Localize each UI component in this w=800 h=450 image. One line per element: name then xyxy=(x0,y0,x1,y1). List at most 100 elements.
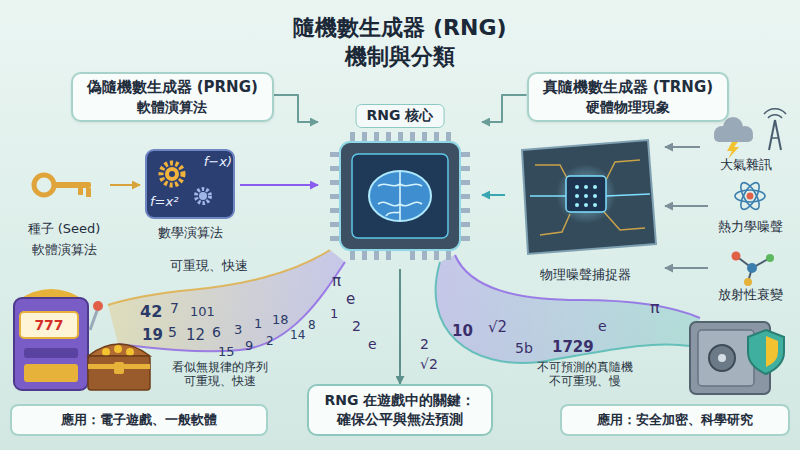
number-stream-left xyxy=(108,250,330,305)
algorithm-panel xyxy=(165,167,179,181)
treasure-chest xyxy=(126,348,134,356)
circuit-board xyxy=(584,194,588,198)
safe-with-shield xyxy=(748,330,784,374)
rng-chip xyxy=(460,194,470,199)
random-number: 18 xyxy=(272,312,289,328)
random-number: 2 xyxy=(266,334,274,348)
rng-chip xyxy=(362,250,367,260)
safe-with-shield xyxy=(690,322,784,394)
icon-caption: 放射性衰變 xyxy=(708,286,792,304)
rng-chip xyxy=(374,132,379,142)
icon-caption: 種子 (Seed) xyxy=(18,220,110,238)
safe-with-shield xyxy=(698,330,754,386)
key-icon xyxy=(78,188,83,195)
rng-chip xyxy=(340,142,460,250)
weather-icon xyxy=(764,109,786,118)
safe-with-shield xyxy=(718,354,726,362)
circuit-board xyxy=(584,203,588,207)
weather-icon xyxy=(727,142,739,159)
treasure-chest xyxy=(114,362,124,374)
atom-icon xyxy=(737,180,762,212)
treasure-chest xyxy=(102,348,110,356)
rng-chip xyxy=(330,180,340,185)
connector-arrow xyxy=(240,184,318,186)
circuit-board xyxy=(575,194,579,198)
rng-chip xyxy=(330,132,470,260)
random-symbol: π xyxy=(650,298,660,317)
safe-with-shield xyxy=(766,336,778,367)
key-icon xyxy=(86,188,91,197)
seed-key: 種子 (Seed) xyxy=(18,168,110,238)
category-header: 真隨機數生成器 (TRNG)硬體物理現象 xyxy=(527,72,730,122)
weather-icon xyxy=(714,132,753,142)
slot-machine xyxy=(20,312,78,338)
connector-arrow xyxy=(482,95,527,122)
algorithm-panel xyxy=(146,150,234,218)
rng-chip xyxy=(460,180,470,185)
algorithm-box: f−x)f=x²數學演算法 xyxy=(140,148,240,242)
application-text: 應用：安全加密、科學研究 xyxy=(570,411,780,429)
number-stream-right xyxy=(455,255,700,318)
atom-icon xyxy=(747,193,754,200)
header-subtitle: 軟體演算法 xyxy=(87,98,258,116)
algorithm-panel xyxy=(146,150,234,218)
random-number: 8 xyxy=(308,318,316,332)
circuit-board xyxy=(606,160,640,180)
random-number: 9 xyxy=(245,338,253,354)
rng-chip xyxy=(434,250,439,260)
number-stream-right xyxy=(436,255,700,363)
icon-caption: 物理噪聲捕捉器 xyxy=(505,266,665,284)
rng-chip xyxy=(460,222,470,227)
rng-chip xyxy=(446,132,451,142)
caption-text: 可重現、快速 xyxy=(170,258,248,274)
slot-machine xyxy=(93,301,103,311)
circuit-board xyxy=(556,164,616,224)
rng-chip xyxy=(369,171,431,221)
circuit-board xyxy=(575,203,579,207)
random-number: 3 xyxy=(234,322,242,338)
rng-chip xyxy=(338,134,462,258)
slot-machine xyxy=(24,364,78,382)
decay-icon xyxy=(732,252,775,287)
random-number: 42 xyxy=(140,302,162,321)
random-number: 15 xyxy=(218,344,235,360)
connector-arrow xyxy=(274,95,318,122)
rng-chip xyxy=(330,208,340,213)
random-number: 5 xyxy=(168,324,177,341)
noise-board: 物理噪聲捕捉器 xyxy=(505,128,665,284)
treasure-chest xyxy=(88,344,150,390)
connector-arrow xyxy=(110,184,140,186)
random-symbol: 2 xyxy=(352,318,361,335)
connector-arrow xyxy=(399,269,401,384)
random-symbol: e xyxy=(346,290,355,308)
number-stream-left xyxy=(108,250,345,351)
rng-chip xyxy=(386,250,391,260)
header-subtitle: 硬體物理現象 xyxy=(543,98,714,116)
number-stream-right xyxy=(436,262,690,363)
atom-icon xyxy=(735,190,765,202)
header-title: 真隨機數生成器 (TRNG) xyxy=(543,78,714,98)
rng-chip xyxy=(330,222,340,227)
random-symbol: √2 xyxy=(420,356,438,373)
formula-text: f=x² xyxy=(150,194,178,209)
algorithm-panel xyxy=(169,171,175,177)
rng-chip xyxy=(410,132,415,142)
noise-source: 大氣雜訊 xyxy=(700,112,792,174)
slot-machine xyxy=(24,348,78,358)
key-icon xyxy=(34,175,54,195)
treasure-chest xyxy=(88,356,150,390)
circuit-board xyxy=(593,203,597,207)
stream-caption: 看似無規律的序列 可重現、快速 xyxy=(171,360,270,389)
algorithm-panel xyxy=(161,163,183,185)
atom-icon xyxy=(737,180,762,212)
rng-chip xyxy=(352,154,448,238)
key-point-text: RNG 在遊戲中的關鍵： 確保公平與無法預測 xyxy=(323,391,477,429)
rng-chip xyxy=(410,250,415,260)
header-title: 偽隨機數生成器 (PRNG) xyxy=(87,78,258,98)
random-number: 12 xyxy=(186,326,205,344)
core-label: RNG 核心 xyxy=(356,104,445,128)
rng-chip xyxy=(330,236,340,241)
rng-chip xyxy=(350,132,355,142)
application-box: 應用：安全加密、科學研究 xyxy=(560,404,790,436)
circuit-board xyxy=(593,185,597,189)
